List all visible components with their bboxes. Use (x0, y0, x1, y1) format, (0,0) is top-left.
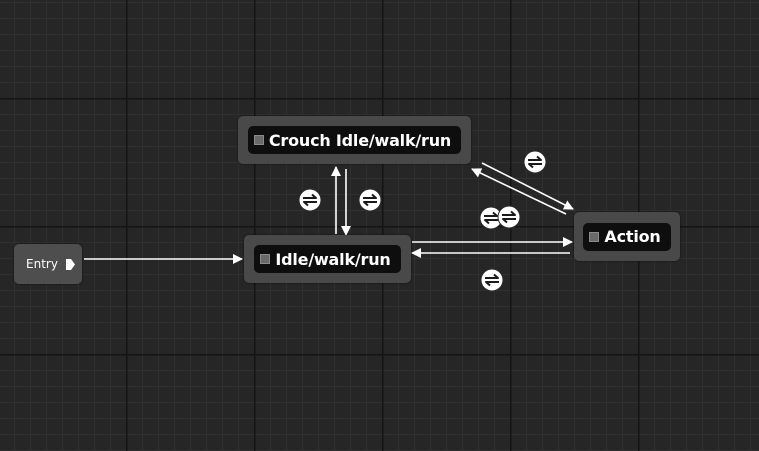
transition-rule-icon[interactable] (523, 150, 547, 174)
state-node-idle-body: Idle/walk/run (254, 245, 401, 273)
transition-rule-icon[interactable] (479, 206, 503, 230)
state-icon (260, 254, 271, 264)
transition-rule-icon[interactable] (358, 188, 382, 212)
state-label: Idle/walk/run (275, 249, 391, 269)
wire-action-to-crouch[interactable] (471, 168, 567, 215)
state-node-crouch-body: Crouch Idle/walk/run (247, 126, 462, 154)
state-icon (589, 231, 600, 242)
transition-rule-icon[interactable] (298, 188, 322, 212)
state-node-action[interactable]: Action (574, 212, 680, 261)
transition-rule-icon[interactable] (480, 268, 504, 292)
entry-label: Entry (26, 257, 58, 271)
wire-crouch-to-action[interactable] (481, 162, 574, 210)
state-node-crouch[interactable]: Crouch Idle/walk/run (238, 116, 471, 164)
state-label: Crouch Idle/walk/run (268, 130, 452, 150)
state-node-action-body: Action (583, 222, 671, 251)
state-icon (253, 135, 264, 145)
entry-node[interactable]: Entry (14, 244, 82, 284)
state-node-idle[interactable]: Idle/walk/run (244, 235, 411, 283)
state-label: Action (604, 227, 661, 246)
transition-rule-icon[interactable] (497, 205, 521, 229)
entry-pin-icon[interactable] (65, 258, 76, 271)
